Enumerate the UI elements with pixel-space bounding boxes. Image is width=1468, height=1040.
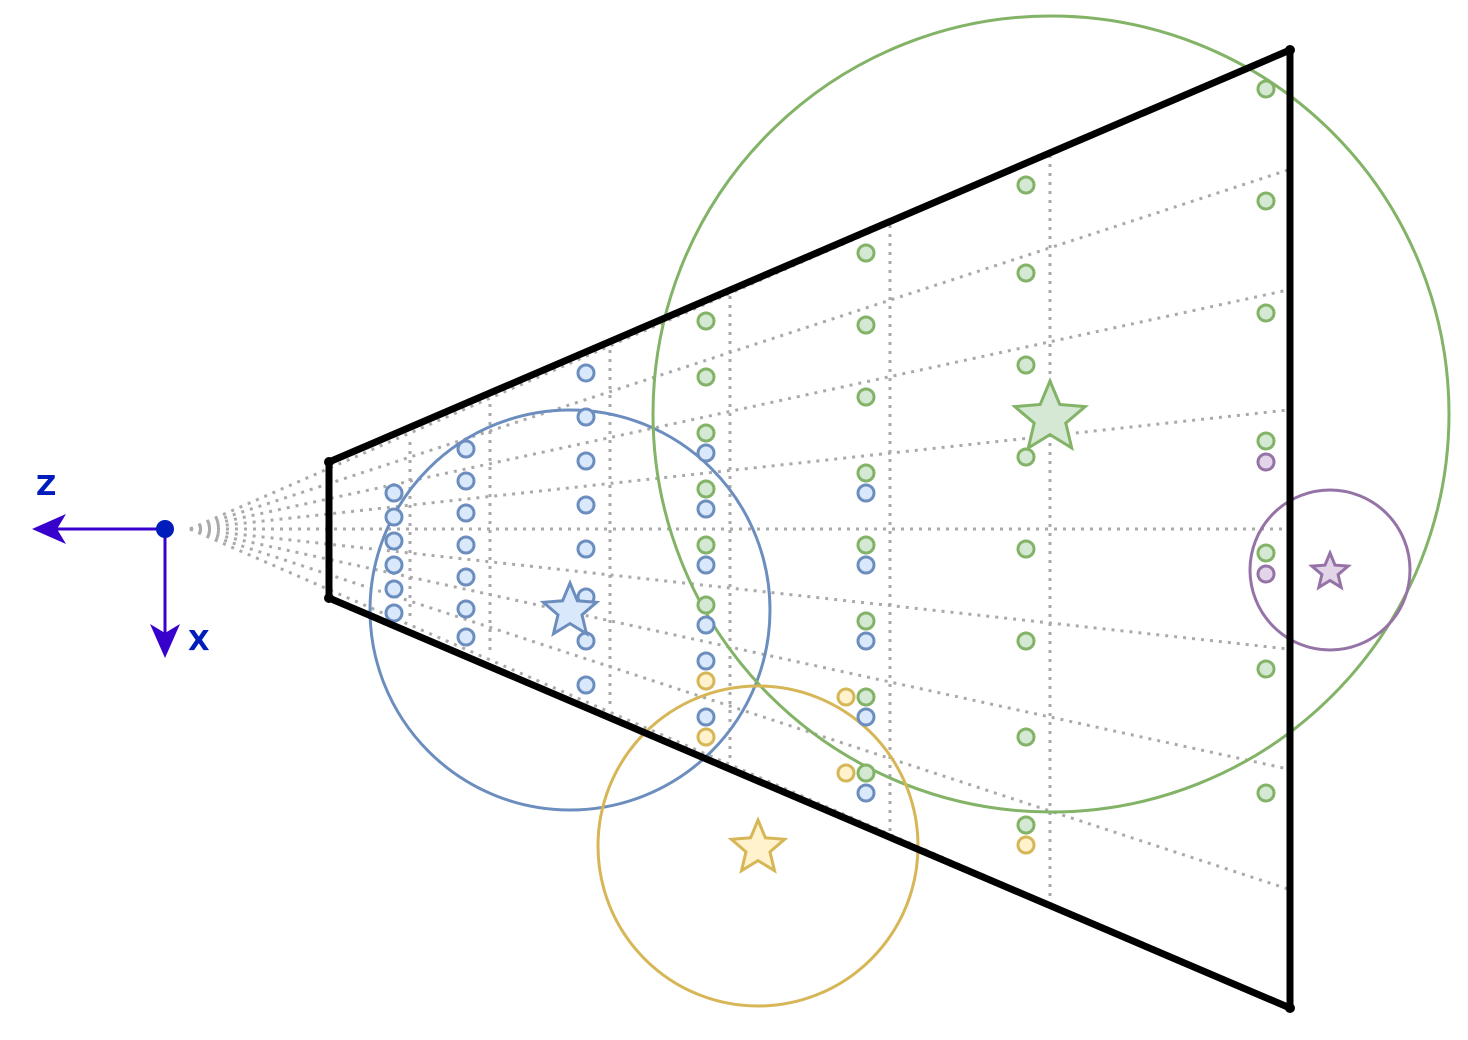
green-sample-point [1016,355,1036,375]
ray-guides [189,48,1289,1010]
green-sample-point [856,687,876,707]
blue-sample-point [576,631,596,651]
x-axis-label: X [188,624,210,657]
blue-sample-point [456,535,476,555]
frustum-corner [1285,1003,1295,1013]
blue-sample-point [696,443,716,463]
ray-guide [189,527,1289,771]
green-sample-point [856,611,876,631]
blue-center-star-icon [539,579,601,637]
ray-guide [189,288,1289,531]
green-sample-point [1256,659,1276,679]
blue-sample-point [696,499,716,519]
frustum-outline [324,45,1295,1013]
green-sample-point [856,243,876,263]
blue-sample-point [576,539,596,559]
blue-sample-point [456,439,476,459]
blue-sample-point [576,363,596,383]
green-sample-point [1256,191,1276,211]
frustum-corner [1285,45,1295,55]
blue-sample-point [384,483,404,503]
yellow-sample-point [696,671,716,691]
coordinate-axes: Z X [32,469,210,658]
green-sample-point [1016,631,1036,651]
green-sample-point [856,463,876,483]
blue-sample-point [856,707,876,727]
green-sample-point [696,535,716,555]
purple-sample-point [1256,564,1276,584]
blue-sample-point [856,555,876,575]
green-sample-point [1256,431,1276,451]
blue-sample-point [456,503,476,523]
green-sample-point [856,535,876,555]
ray-guide [189,408,1289,531]
blue-sample-point [576,675,596,695]
blue-sample-point [384,603,404,623]
green-cluster-circle [651,14,1451,814]
ray-guide [189,48,1289,531]
blue-sample-point [856,631,876,651]
yellow-sample-point [1016,835,1036,855]
blue-sample-point [384,531,404,551]
cluster-centers [539,377,1352,874]
blue-sample-point [384,507,404,527]
green-sample-point [856,315,876,335]
blue-sample-point [696,555,716,575]
z-axis-label: Z [36,469,56,502]
x-axis-arrowhead [150,624,180,658]
sample-points [384,79,1276,855]
green-sample-point [696,367,716,387]
ray-guide [189,168,1289,531]
blue-sample-point [696,615,716,635]
green-center-star-icon [1011,377,1089,452]
blue-sample-point [456,599,476,619]
purple-center-star-icon [1308,549,1352,591]
green-sample-point [1256,783,1276,803]
green-sample-point [1016,175,1036,195]
blue-sample-point [696,651,716,671]
green-sample-point [696,423,716,443]
blue-sample-point [576,451,596,471]
blue-sample-point [576,407,596,427]
green-sample-point [1016,447,1036,467]
blue-cluster-circle [368,408,772,812]
blue-sample-point [384,555,404,575]
yellow-sample-point [836,687,856,707]
green-sample-point [1016,263,1036,283]
blue-sample-point [456,627,476,647]
green-sample-point [696,479,716,499]
yellow-sample-point [696,727,716,747]
ray-guide [189,527,1289,891]
green-sample-point [856,387,876,407]
green-sample-point [1016,727,1036,747]
yellow-center-star-icon [727,816,789,874]
green-sample-point [1256,543,1276,563]
green-sample-point [696,595,716,615]
purple-sample-point [1256,452,1276,472]
blue-sample-point [384,579,404,599]
frustum-corner [324,457,334,467]
frustum-corner [324,593,334,603]
blue-sample-point [856,483,876,503]
camera-origin [156,520,174,538]
z-axis-arrowhead [32,514,66,544]
blue-sample-point [456,471,476,491]
green-sample-point [1016,815,1036,835]
blue-sample-point [576,495,596,515]
ray-guide [189,527,1289,651]
purple-cluster-circle [1248,488,1412,652]
green-sample-point [1256,79,1276,99]
ray-guide [189,527,1289,1010]
green-sample-point [1256,303,1276,323]
yellow-sample-point [836,763,856,783]
blue-sample-point [456,567,476,587]
green-sample-point [1016,539,1036,559]
green-sample-point [856,763,876,783]
green-sample-point [696,311,716,331]
blue-sample-point [696,707,716,727]
blue-sample-point [856,783,876,803]
